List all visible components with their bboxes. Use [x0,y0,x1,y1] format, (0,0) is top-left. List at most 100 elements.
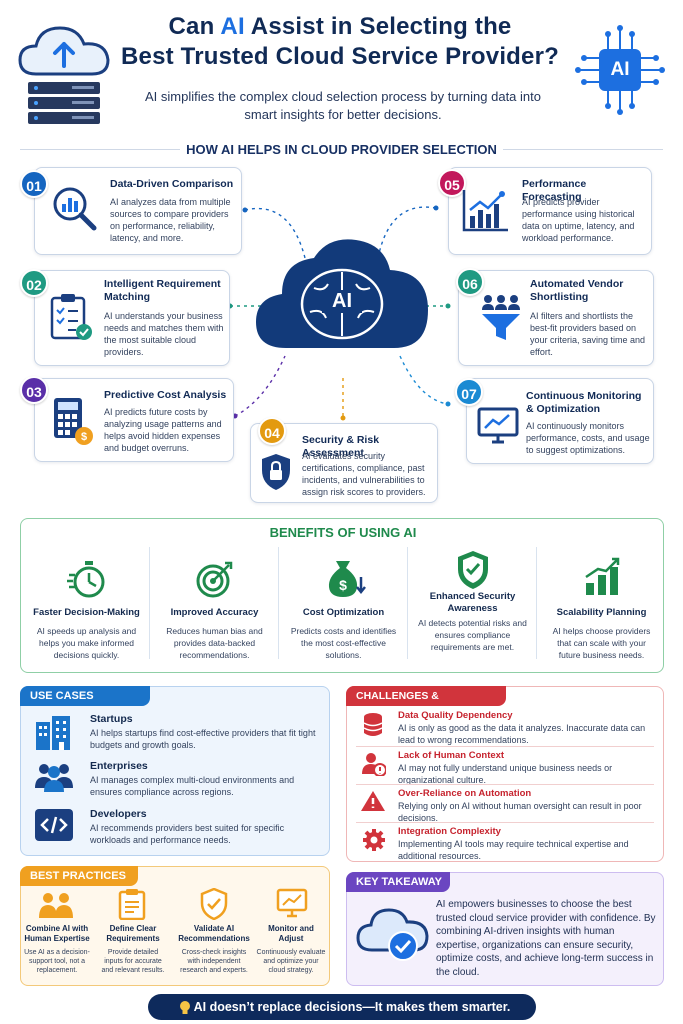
help-card-06-title: Automated Vendor Shortlisting [530,278,624,303]
practice-desc: Provide detailed inputs for accurate and… [101,949,165,974]
calculator-icon: $ [50,396,94,446]
team-icon [34,760,74,792]
lightbulb-icon [178,999,192,1015]
checklist-icon [48,292,94,342]
svg-text:$: $ [339,577,347,593]
growth-bars-icon [582,557,622,597]
challenge-desc: AI may not fully understand unique busin… [398,763,613,785]
use-case-desc: AI manages complex multi-cloud environme… [90,775,295,797]
divider-right [503,149,663,150]
use-case-title: Startups [90,713,133,725]
benefit-faster: Faster Decision-Making AI speeds up anal… [23,549,150,669]
help-card-04-title: Security & Risk Assessment [302,434,380,459]
challenge-title: Integration Complexity [398,826,501,837]
shield-check-icon [455,549,491,591]
help-card-01-desc: AI analyzes data from multiple sources t… [110,197,231,243]
practice-title: Define Clear Requirements [106,924,160,943]
help-card-03-desc: AI predicts future costs by analyzing us… [104,407,222,453]
target-icon [195,559,235,599]
svg-text:$: $ [81,431,87,443]
use-case-title: Developers [90,808,147,820]
benefit-title: Faster Decision-Making [33,607,140,618]
page-subtitle: AI simplifies the complex cloud selectio… [145,89,541,122]
challenges-panel [346,686,664,862]
benefit-divider [536,547,537,659]
benefit-divider [149,547,150,659]
benefit-desc: AI helps choose providers that can scale… [552,626,651,660]
practice-desc: Continuously evaluate and optimize your … [256,949,326,974]
help-card-06-number: 06 [456,268,484,296]
divider-left [20,149,180,150]
challenges-heading: CHALLENGES & LIMITATIONS [346,686,506,722]
benefit-security: Enhanced Security Awareness AI detects p… [409,549,536,669]
use-cases-heading: USE CASES [20,686,150,706]
help-card-01-number: 01 [20,170,48,198]
benefits-panel: BENEFITS OF USING AI Faster Decision-Mak… [20,518,664,673]
person-warning-icon [362,752,387,777]
challenge-title: Lack of Human Context [398,750,505,761]
help-card-05-number: 05 [438,169,466,197]
help-card-02-title: Intelligent Requirement Matching [104,278,221,303]
benefit-title: Scalability Planning [556,607,647,618]
help-card-02-number: 02 [20,269,48,297]
money-bag-icon: $ [324,557,366,599]
benefit-divider [407,547,408,659]
best-practices-heading: BEST PRACTICES [20,866,138,886]
monitor-chart-icon [276,888,308,918]
chart-magnifier-icon [50,184,100,234]
practice-desc: Cross-check insights with independent re… [180,949,248,974]
best-practices-panel [20,866,330,986]
help-card-03-number: 03 [20,376,48,404]
benefit-scalability: Scalability Planning AI helps choose pro… [538,549,665,669]
help-card-05-desc: AI predicts provider performance using h… [522,197,635,243]
challenge-desc: Relying only on AI without human oversig… [398,801,642,823]
help-card-07-desc: AI continuously monitors performance, co… [526,421,650,455]
people-icon [38,892,74,918]
benefit-cost: $ Cost Optimization Predicts costs and i… [280,549,407,669]
challenge-desc: Implementing AI tools may require techni… [398,839,629,861]
help-card-07-title: Continuous Monitoring & Optimization [526,390,642,415]
lock-icon [258,452,294,492]
practice-title: Validate AI Recommendations [178,924,250,943]
takeaway-heading: KEY TAKEAWAY [346,872,450,892]
help-card-06-desc: AI filters and shortlists the best-fit p… [530,311,646,357]
challenge-separator [356,746,654,747]
practice-title: Monitor and Adjust [268,924,314,943]
ai-chip-icon: AI [572,22,668,118]
benefit-accuracy: Improved Accuracy Reduces human bias and… [151,549,278,669]
benefit-title: Enhanced Security Awareness [429,591,516,614]
challenge-title: Data Quality Dependency [398,710,513,721]
takeaway-text: AI empowers businesses to choose the bes… [436,899,656,978]
benefit-desc: Reduces human bias and provides data-bac… [166,626,263,660]
trend-chart-icon [460,188,510,234]
help-card-04-desc: AI evaluates security certifications, co… [302,451,426,497]
challenge-separator [356,822,654,823]
gear-icon [362,828,386,852]
page-title: Can AI Assist in Selecting the Best Trus… [121,13,559,70]
help-card-07-number: 07 [455,378,483,406]
warning-icon [360,790,386,812]
help-card-02-desc: AI understands your business needs and m… [104,311,224,357]
use-case-desc: AI helps startups find cost-effective pr… [90,728,316,750]
challenge-separator [356,784,654,785]
center-ai-label: AI [322,290,362,313]
use-case-title: Enterprises [90,760,148,772]
footer-banner: AI doesn’t replace decisions—It makes th… [148,994,536,1020]
challenge-title: Over-Reliance on Automation [398,788,532,799]
help-card-04-number: 04 [258,417,286,445]
stopwatch-icon [67,559,107,599]
help-card-05-title: Performance Forecasting [522,178,587,203]
help-card-03-title: Predictive Cost Analysis [104,389,227,401]
ai-chip-label: AI [610,59,630,80]
database-icon [362,712,384,738]
benefit-desc: Predicts costs and identifies the most c… [290,626,397,660]
benefit-desc: AI detects potential risks and ensures c… [418,618,527,652]
cloud-check-icon [354,904,432,964]
buildings-icon [34,714,74,750]
code-icon [34,808,74,842]
footer-text: AI doesn’t replace decisions—It makes th… [193,1000,511,1014]
ai-brain-cloud-icon: AI [252,236,432,354]
clipboard-icon [118,888,146,921]
practice-desc: Use AI as a decision-support tool, not a… [24,949,90,974]
monitor-chart-icon [476,406,520,446]
